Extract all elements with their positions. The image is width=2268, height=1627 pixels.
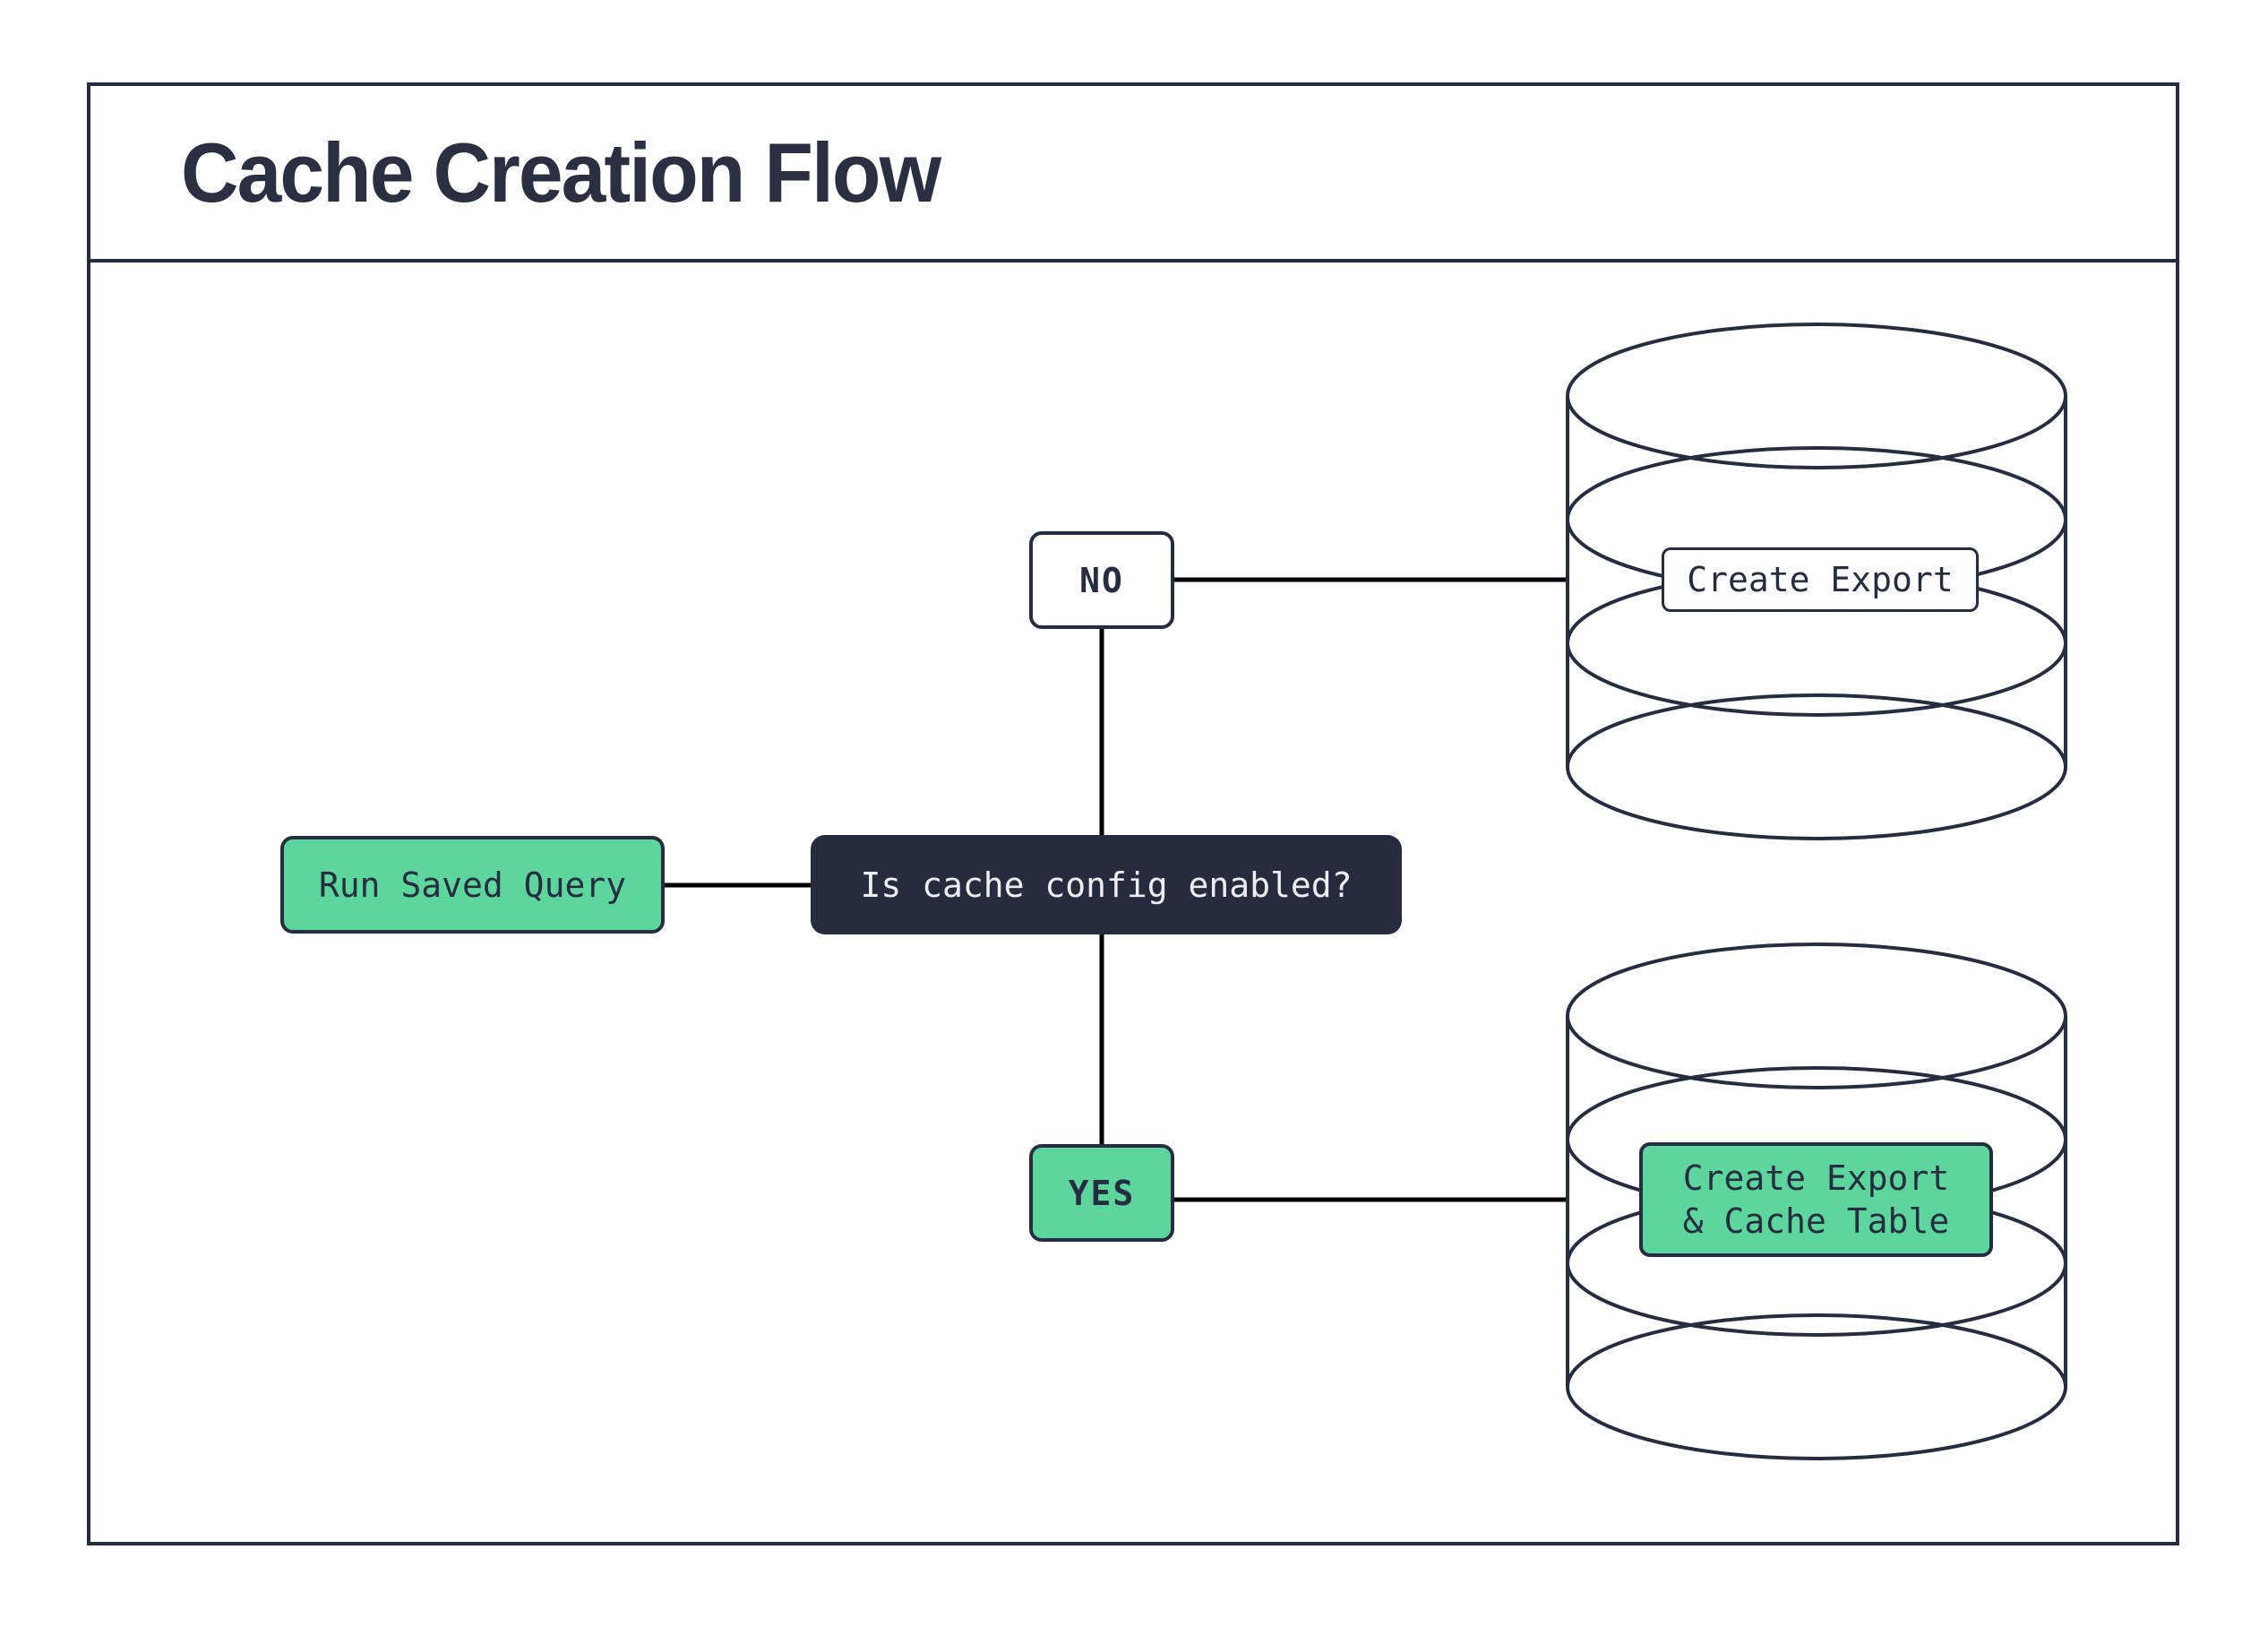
page-title: Cache Creation Flow [181, 125, 941, 220]
node-create-export-cache-line1: Create Export [1682, 1158, 1950, 1198]
node-create-export-cache-table: Create Export & Cache Table [1639, 1142, 1993, 1257]
database-disk [1566, 323, 2067, 469]
node-branch-yes: YES [1029, 1144, 1174, 1242]
node-branch-no-label: NO [1079, 560, 1124, 600]
database-disk [1566, 943, 2067, 1089]
node-cache-config-decision: Is cache config enabled? [811, 835, 1402, 934]
connectors [665, 577, 1568, 1202]
node-branch-no: NO [1029, 531, 1174, 629]
node-create-export-label: Create Export [1687, 560, 1954, 599]
node-create-export: Create Export [1662, 547, 1979, 612]
database-disk [1566, 693, 2067, 840]
node-create-export-cache-line2: & Cache Table [1682, 1201, 1950, 1241]
title-bar: Cache Creation Flow [90, 86, 2176, 263]
database-disk [1566, 1313, 2067, 1460]
node-run-saved-query: Run Saved Query [280, 836, 665, 934]
diagram-frame: Cache Creation Flow [87, 82, 2179, 1545]
node-branch-yes-label: YES [1068, 1173, 1136, 1213]
node-run-saved-query-label: Run Saved Query [318, 865, 627, 905]
node-cache-config-decision-label: Is cache config enabled? [860, 865, 1353, 905]
